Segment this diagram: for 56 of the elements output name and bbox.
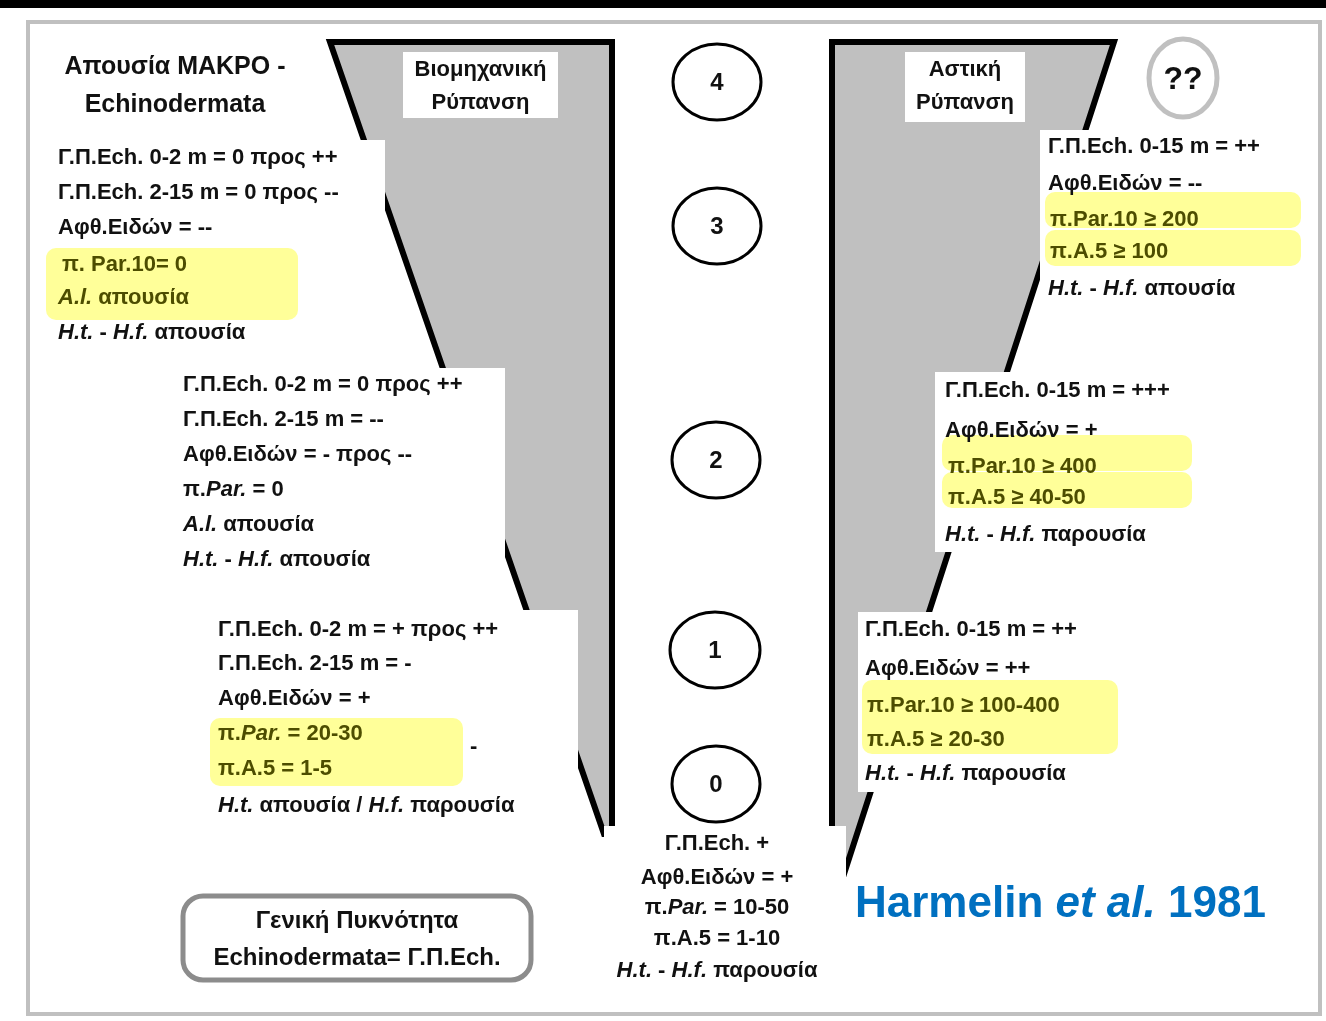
level-circle (671, 186, 763, 266)
measurement-text: H.t. απουσία / H.f. παρουσία (218, 792, 515, 818)
measurement-text: A.l. απουσία (183, 511, 315, 537)
measurement-text: Γ.Π.Ech. 2-15 m = -- (183, 406, 384, 432)
level-number: 0 (708, 769, 724, 799)
measurement-text: H.t. - H.f. απουσία (1048, 275, 1236, 301)
legend-definition: Γενική Πυκνότητα Echinodermata= Γ.Π.Ech. (212, 905, 502, 972)
citation: Harmelin et al. 1981 (855, 876, 1266, 928)
measurement-text: Αφθ.Ειδών = -- (58, 214, 213, 240)
legend-box (180, 893, 534, 983)
funnel-title: Αστική Ρύπανση (905, 52, 1025, 122)
level-number: 3 (709, 211, 725, 241)
measurement-text: Γ.Π.Ech. 0-15 m = ++ (1048, 133, 1260, 159)
measurement-text: Γ.Π.Ech. 2-15 m = - (218, 650, 412, 676)
measurement-text: π.A.5 ≥ 40-50 (948, 484, 1086, 510)
level-number: 2 (708, 445, 724, 475)
question-circle (1146, 36, 1220, 120)
measurement-text: π.Par. = 0 (183, 476, 284, 502)
measurement-text: π.Par. = 10-50 (644, 894, 790, 920)
level-circle (668, 610, 762, 690)
measurement-text: π. Par.10= 0 (62, 251, 188, 277)
measurement-text: Αφθ.Ειδών = ++ (865, 655, 1031, 681)
measurement-text: π.Par.10 ≥ 100-400 (867, 692, 1060, 718)
measurement-text: Αφθ.Ειδών = + (640, 864, 794, 890)
measurement-text: H.t. - H.f. παρουσία (616, 957, 818, 983)
measurement-text: Αφθ.Ειδών = + (218, 685, 371, 711)
level-circle (670, 420, 762, 500)
measurement-text: Αφθ.Ειδών = + (945, 417, 1098, 443)
measurement-text: π.A.5 = 1-5 (218, 755, 333, 781)
measurement-text: Γ.Π.Ech. 0-2 m = 0 προς ++ (183, 371, 463, 397)
measurement-text: H.t. - H.f. παρουσία (945, 521, 1146, 547)
measurement-text: Αφθ.Ειδών = - προς -- (183, 441, 413, 467)
measurement-text: H.t. - H.f. απουσία (183, 546, 371, 572)
measurement-text: Γ.Π.Ech. 0-15 m = +++ (945, 377, 1170, 403)
dash-text: - (470, 733, 478, 759)
level-circle (670, 744, 762, 824)
level-number: 1 (707, 635, 723, 665)
measurement-text: π.A.5 ≥ 100 (1050, 238, 1169, 264)
measurement-text: H.t. - H.f. απουσία (58, 319, 246, 345)
measurement-text: π.Par.10 ≥ 200 (1050, 206, 1199, 232)
measurement-text: π.A.5 = 1-10 (653, 925, 781, 951)
measurement-text: Αφθ.Ειδών = -- (1048, 170, 1203, 196)
measurement-text: π.Par. = 20-30 (218, 720, 363, 746)
heading: Απουσία ΜΑΚΡΟ - Echinodermata (63, 50, 287, 119)
measurement-text: Γ.Π.Ech. 0-2 m = + προς ++ (218, 616, 499, 642)
measurement-text: A.l. απουσία (58, 284, 190, 310)
measurement-text: H.t. - H.f. παρουσία (865, 760, 1066, 786)
funnel-title: Βιομηχανική Ρύπανση (403, 52, 558, 118)
measurement-text: π.A.5 ≥ 20-30 (867, 726, 1005, 752)
measurement-text: Γ.Π.Ech. 0-15 m = ++ (865, 616, 1077, 642)
level-number: 4 (709, 67, 725, 97)
level-number: ?? (1162, 62, 1204, 94)
measurement-text: Γ.Π.Ech. + (664, 830, 770, 856)
measurement-text: Γ.Π.Ech. 2-15 m = 0 προς -- (58, 179, 339, 205)
level-circle (671, 42, 763, 122)
measurement-text: Γ.Π.Ech. 0-2 m = 0 προς ++ (58, 144, 338, 170)
